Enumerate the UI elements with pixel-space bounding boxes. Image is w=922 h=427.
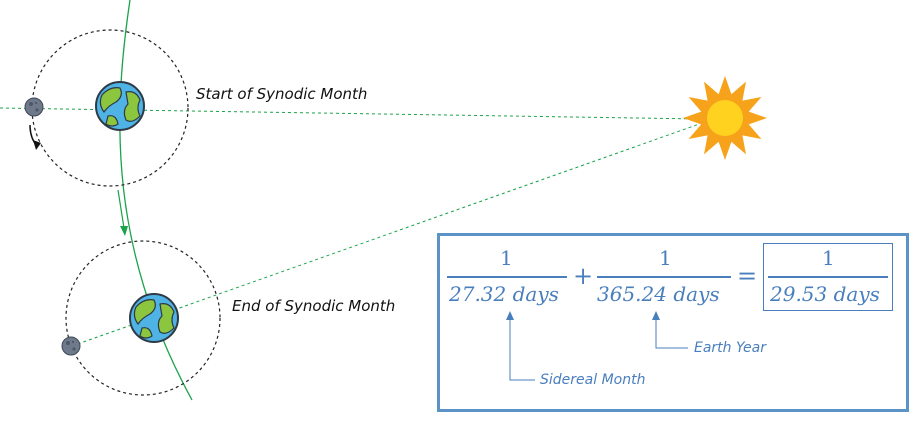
moon-arrowhead bbox=[33, 140, 41, 150]
start-synodic-label: Start of Synodic Month bbox=[196, 85, 368, 103]
frac3-denominator: 29.53 days bbox=[770, 282, 880, 306]
frac2-numerator: 1 bbox=[659, 246, 672, 270]
orbit-direction-arrow bbox=[117, 189, 125, 229]
frac3-numerator: 1 bbox=[822, 246, 835, 270]
end-synodic-label: End of Synodic Month bbox=[232, 297, 396, 315]
earth-year-annotation: Earth Year bbox=[694, 340, 766, 356]
frac2-denominator: 365.24 days bbox=[597, 282, 720, 306]
orbit-arrowhead bbox=[120, 226, 128, 236]
formula-box bbox=[437, 233, 909, 412]
result-box bbox=[763, 243, 893, 311]
sidereal-month-annotation: Sidereal Month bbox=[540, 372, 646, 388]
frac1-numerator: 1 bbox=[500, 246, 513, 270]
moon-end-icon bbox=[61, 336, 81, 356]
frac1-bar bbox=[447, 276, 567, 278]
frac2-bar bbox=[597, 276, 731, 278]
earth-end-icon bbox=[129, 293, 179, 343]
sun-line-end bbox=[71, 121, 706, 347]
moon-orbit-start bbox=[31, 29, 189, 187]
frac1-denominator: 27.32 days bbox=[449, 282, 559, 306]
sun-icon bbox=[683, 76, 767, 160]
earth-start-icon bbox=[95, 81, 145, 131]
frac3-bar bbox=[768, 276, 888, 278]
equals-sign: = bbox=[737, 262, 758, 290]
moon-orbit-end bbox=[65, 240, 221, 396]
moon-start-icon bbox=[24, 97, 44, 117]
plus-sign: + bbox=[573, 262, 594, 290]
